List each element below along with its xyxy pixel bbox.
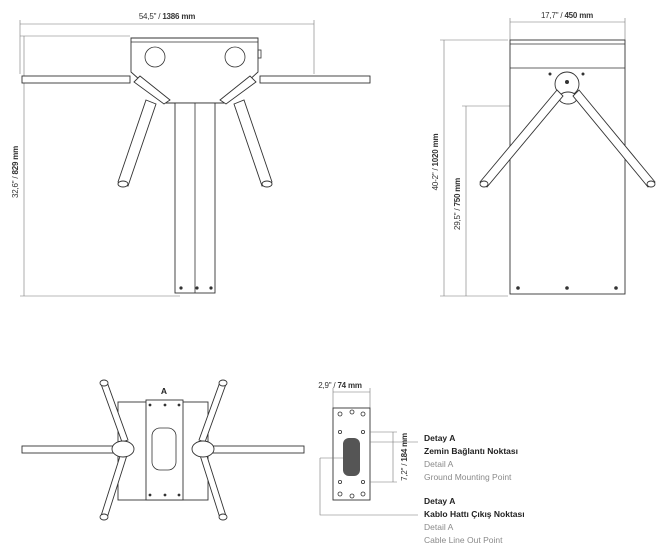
top-arm-right xyxy=(207,445,305,454)
note-2-sub: Detail A xyxy=(424,522,454,532)
note-1-sub: Detail A xyxy=(424,459,454,469)
front-arm-left xyxy=(21,75,131,84)
note-ground-mounting: Detay A Zemin Bağlantı Noktası Detail A … xyxy=(424,433,518,482)
detail-height-label: 7,2" / 184 mm xyxy=(400,433,409,481)
side-arm-height-label: 29,5" / 750 mm xyxy=(453,178,462,230)
note-2-title: Detay A xyxy=(424,496,455,506)
top-detail-marker: A xyxy=(161,386,167,396)
front-height-label: 32,6" / 829 mm xyxy=(11,146,20,198)
front-width-label: 54,5" / 1386 mm xyxy=(139,12,195,21)
side-view: 17,7" / 450 mm 40-2" / 1020 mm 29,5" / 7… xyxy=(431,11,656,297)
note-1-en: Ground Mounting Point xyxy=(424,472,512,482)
note-cable-out: Detay A Kablo Hattı Çıkış Noktası Detail… xyxy=(424,496,525,545)
note-1-title: Detay A xyxy=(424,433,455,443)
side-width-label: 17,7" / 450 mm xyxy=(541,11,593,20)
side-arm-left xyxy=(479,89,564,188)
front-view: 54,5" / 1386 mm 32,6" / 829 mm xyxy=(11,12,371,297)
top-arm-left xyxy=(21,445,119,454)
note-2-tr: Kablo Hattı Çıkış Noktası xyxy=(424,509,525,519)
side-total-height-label: 40-2" / 1020 mm xyxy=(431,134,440,191)
detail-width-label: 2,9" / 74 mm xyxy=(318,381,362,390)
note-1-tr: Zemin Bağlantı Noktası xyxy=(424,446,518,456)
top-view: A xyxy=(21,379,305,521)
front-arm-diag-right xyxy=(233,99,273,187)
note-2-en: Cable Line Out Point xyxy=(424,535,503,545)
front-arm-diag-left xyxy=(117,99,157,187)
detail-view: 2,9" / 74 mm 7,2" / 184 mm xyxy=(318,381,418,516)
side-arm-right xyxy=(572,89,656,188)
front-arm-right xyxy=(259,75,371,84)
